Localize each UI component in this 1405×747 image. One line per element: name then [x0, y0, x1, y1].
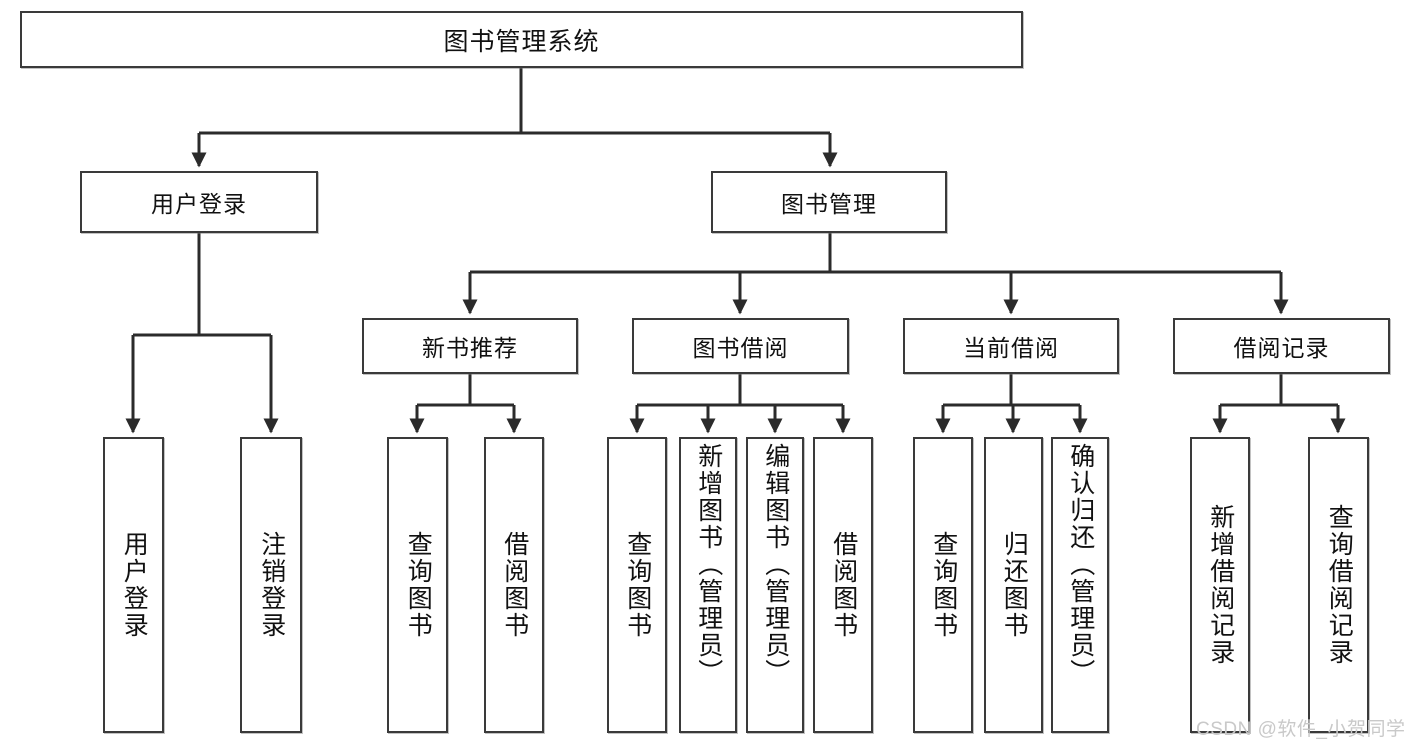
node-borrow-record-label: 借阅记录 [1233, 335, 1330, 361]
leaf-query-book-current[interactable]: 查询图书 [913, 437, 973, 733]
leaf-borrow-book-newbook-label: 借阅图书 [500, 531, 529, 639]
node-current-borrow[interactable]: 当前借阅 [903, 318, 1119, 374]
node-user-login-label: 用户登录 [151, 191, 247, 217]
leaf-query-book-newbook-label: 查询图书 [404, 531, 433, 639]
leaf-borrow-book[interactable]: 借阅图书 [813, 437, 873, 733]
leaf-query-borrow-record-label: 查询借阅记录 [1325, 504, 1354, 666]
leaf-edit-book-admin[interactable]: 编辑图书（管理员） [746, 437, 804, 733]
leaf-logout-label: 注销登录 [257, 531, 286, 639]
leaf-borrow-book-newbook[interactable]: 借阅图书 [484, 437, 544, 733]
node-book-management[interactable]: 图书管理 [711, 171, 947, 233]
leaf-add-book-admin-label: 新增图书（管理员） [694, 443, 723, 686]
leaf-edit-book-admin-label: 编辑图书（管理员） [761, 443, 790, 686]
leaf-confirm-return-admin-label: 确认归还（管理员） [1066, 443, 1095, 686]
leaf-user-login[interactable]: 用户登录 [103, 437, 164, 733]
node-book-management-label: 图书管理 [781, 191, 877, 217]
leaf-query-borrow-record[interactable]: 查询借阅记录 [1308, 437, 1369, 733]
node-user-login[interactable]: 用户登录 [80, 171, 318, 233]
leaf-logout[interactable]: 注销登录 [240, 437, 302, 733]
csdn-watermark: CSDN @软件_小贺同学 [1196, 719, 1405, 740]
node-root[interactable]: 图书管理系统 [20, 11, 1023, 68]
leaf-confirm-return-admin[interactable]: 确认归还（管理员） [1051, 437, 1109, 733]
leaf-query-book-current-label: 查询图书 [929, 531, 958, 639]
leaf-add-borrow-record[interactable]: 新增借阅记录 [1190, 437, 1250, 733]
node-new-book-recommend-label: 新书推荐 [422, 335, 518, 361]
leaf-borrow-book-label: 借阅图书 [829, 531, 858, 639]
node-new-book-recommend[interactable]: 新书推荐 [362, 318, 578, 374]
leaf-add-book-admin[interactable]: 新增图书（管理员） [679, 437, 737, 733]
node-current-borrow-label: 当前借阅 [963, 335, 1059, 361]
leaf-user-login-label: 用户登录 [120, 531, 149, 639]
leaf-query-book-newbook[interactable]: 查询图书 [387, 437, 448, 733]
leaf-query-book-borrow[interactable]: 查询图书 [607, 437, 667, 733]
node-borrow-record[interactable]: 借阅记录 [1173, 318, 1390, 374]
leaf-add-borrow-record-label: 新增借阅记录 [1206, 504, 1235, 666]
leaf-return-book-label: 归还图书 [1000, 531, 1029, 639]
node-book-borrow-label: 图书借阅 [692, 335, 789, 361]
leaf-query-book-borrow-label: 查询图书 [623, 531, 652, 639]
node-root-label: 图书管理系统 [443, 27, 600, 56]
leaf-return-book[interactable]: 归还图书 [984, 437, 1043, 733]
node-book-borrow[interactable]: 图书借阅 [632, 318, 849, 374]
